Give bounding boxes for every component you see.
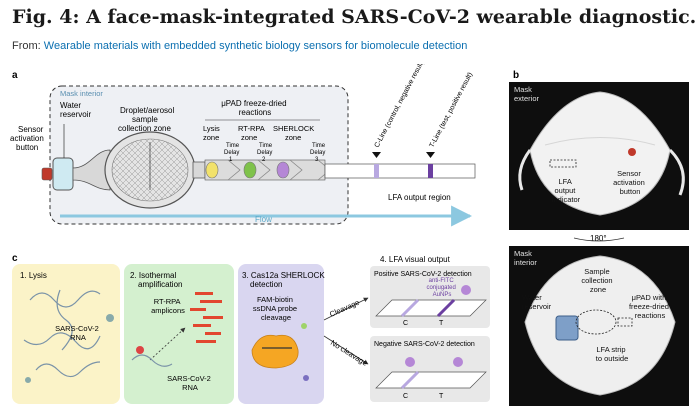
panel-a-letter: a xyxy=(12,70,18,81)
upad-label: μPAD freeze-dried reactions xyxy=(221,99,289,117)
mask-interior-region xyxy=(49,85,349,225)
interior-upad xyxy=(617,317,633,327)
aunp-negative-1 xyxy=(405,357,415,367)
time-delay-labels: Time Delay 1 Time Delay 2 Time Delay 3 xyxy=(224,143,327,163)
amplification-box xyxy=(124,264,234,404)
negative-strip xyxy=(375,371,487,389)
rtrpa-zone-label: RT-RPA zone xyxy=(238,124,267,142)
lfa-region-label: LFA output region xyxy=(388,193,451,202)
outlet-channel xyxy=(192,161,206,179)
lfa-output-indicator xyxy=(549,159,577,168)
time-delay-2: Time Delay 2 xyxy=(257,143,274,163)
lysis-step-label: 1. Lysis xyxy=(20,271,47,280)
panel-a: a Mask interior Water reservoir Sensor a… xyxy=(10,64,476,227)
source-link[interactable]: Wearable materials with embedded synthet… xyxy=(43,40,468,52)
sample-zone-label: Sample collection zone xyxy=(581,267,614,294)
rna-label-2: SARS-CoV-2 RNA xyxy=(167,374,213,392)
rotation-arrow xyxy=(573,237,625,242)
rna-strands xyxy=(23,289,101,378)
interior-sample-zone xyxy=(575,309,617,335)
amplicons-label: RT-RPA amplicons xyxy=(151,297,185,315)
panel-c-letter: c xyxy=(12,253,18,264)
virus-rna-label: SARS-CoV-2 RNA xyxy=(55,324,101,342)
lfa-output-label: LFA output indicator xyxy=(552,177,581,204)
positive-t-line xyxy=(436,298,456,318)
rtrpa-zone-dot xyxy=(243,161,257,179)
cas12a-protein xyxy=(251,334,299,369)
figure-title: Fig. 4: A face-mask-integrated SARS-CoV-… xyxy=(12,6,697,28)
aunp-negative-2 xyxy=(453,357,463,367)
t-line-marker xyxy=(426,152,435,158)
cleavage-arrow xyxy=(323,297,369,321)
figure-4: a Mask interior Water reservoir Sensor a… xyxy=(10,64,689,406)
upad-strip xyxy=(204,159,326,181)
cleavage-label: Cleavage xyxy=(328,298,361,319)
fam-reporter-1 xyxy=(301,323,307,329)
time-delay-3: Time Delay 3 xyxy=(310,143,327,163)
lfa-strip-outside-label: LFA strip to outside xyxy=(596,345,629,363)
no-cleavage-label: No cleavage xyxy=(329,338,369,368)
negative-c-line xyxy=(400,370,420,390)
mask-exterior-label: Mask exterior xyxy=(514,85,540,103)
positive-t-letter: T xyxy=(439,320,444,327)
collection-zone-label: Droplet/aerosol sample collection zone xyxy=(118,106,176,133)
negative-label: Negative SARS-CoV-2 detection xyxy=(374,341,475,348)
no-cleavage-arrow xyxy=(323,335,369,365)
interior-water-reservoir xyxy=(555,315,579,341)
sherlock-box xyxy=(238,264,324,404)
sherlock-zone-label: SHERLOCK zone xyxy=(273,124,316,142)
mask-sensor-button xyxy=(628,148,636,156)
probe-label: FAM-biotin ssDNA probe cleavage xyxy=(253,295,299,322)
lysis-zone-label: Lysis zone xyxy=(203,124,222,142)
positive-label: Positive SARS-CoV-2 detection xyxy=(374,271,472,278)
positive-strip xyxy=(375,299,487,317)
biotin-reporter-1 xyxy=(303,375,309,381)
negative-t-letter: T xyxy=(439,393,444,400)
sherlock-zone-dot xyxy=(276,161,290,179)
c-line-label: C-Line (control, negative result) xyxy=(374,64,426,149)
lysis-zone-dot xyxy=(205,161,219,179)
flow-label: Flow xyxy=(255,215,272,224)
water-reservoir xyxy=(52,157,74,191)
positive-c-letter: C xyxy=(403,320,408,327)
lfa-strip xyxy=(324,163,476,179)
mask-interior-label: Mask interior xyxy=(60,89,103,98)
sherlock-step-label: 3. Cas12a SHERLOCK detection xyxy=(242,271,327,289)
t-line-label: T-Line (test, positive result) xyxy=(429,71,475,148)
primer-complex xyxy=(136,346,144,354)
mask-sensor-label: Sensor activation button xyxy=(613,169,647,196)
virus-particle-1 xyxy=(106,314,114,322)
interior-upad-label: μPAD with freeze-dried reactions xyxy=(629,293,671,320)
ear-loop-right xyxy=(668,148,685,196)
aunp-positive xyxy=(461,285,471,295)
sensor-button-label: Sensor activation button xyxy=(10,125,46,152)
amplicon-bars xyxy=(190,292,223,343)
water-reservoir-label: Water reservoir xyxy=(60,101,91,119)
figure-source: From: Wearable materials with embedded s… xyxy=(12,40,467,52)
ear-loop-left xyxy=(518,149,532,191)
c-line-marker xyxy=(372,152,381,158)
c-line xyxy=(374,164,379,178)
time-delay-1: Time Delay 1 xyxy=(224,143,241,163)
negative-c-letter: C xyxy=(403,393,408,400)
panel-b-letter: b xyxy=(513,70,519,81)
template-rna xyxy=(131,354,173,367)
panel-b: b Mask exterior LFA output indicator Sen… xyxy=(509,70,689,406)
positive-c-line xyxy=(400,298,420,318)
mask-fold-line xyxy=(544,137,656,146)
amplification-step-label: 2. Isothermal amplification xyxy=(130,271,182,289)
time-delay-chevrons xyxy=(227,159,331,181)
mask-interior-photo-label: Mask interior xyxy=(514,249,537,267)
interior-water-label: Water reservoir xyxy=(522,293,552,311)
virus-particle-2 xyxy=(25,377,31,383)
antibody-label: anti-FITC conjugated AuNPs xyxy=(426,278,457,298)
mask-interior-shape xyxy=(524,255,676,396)
inlet-channel xyxy=(72,149,111,191)
source-prefix: From: xyxy=(12,40,41,52)
t-line xyxy=(428,164,433,178)
rotation-label: 180° xyxy=(590,234,607,243)
panel-c: c 1. Lysis SARS-CoV-2 RNA 2. Isothermal … xyxy=(12,253,490,404)
lfa-output-step-label: 4. LFA visual output xyxy=(380,255,451,264)
sensor-activation-button xyxy=(41,167,53,181)
